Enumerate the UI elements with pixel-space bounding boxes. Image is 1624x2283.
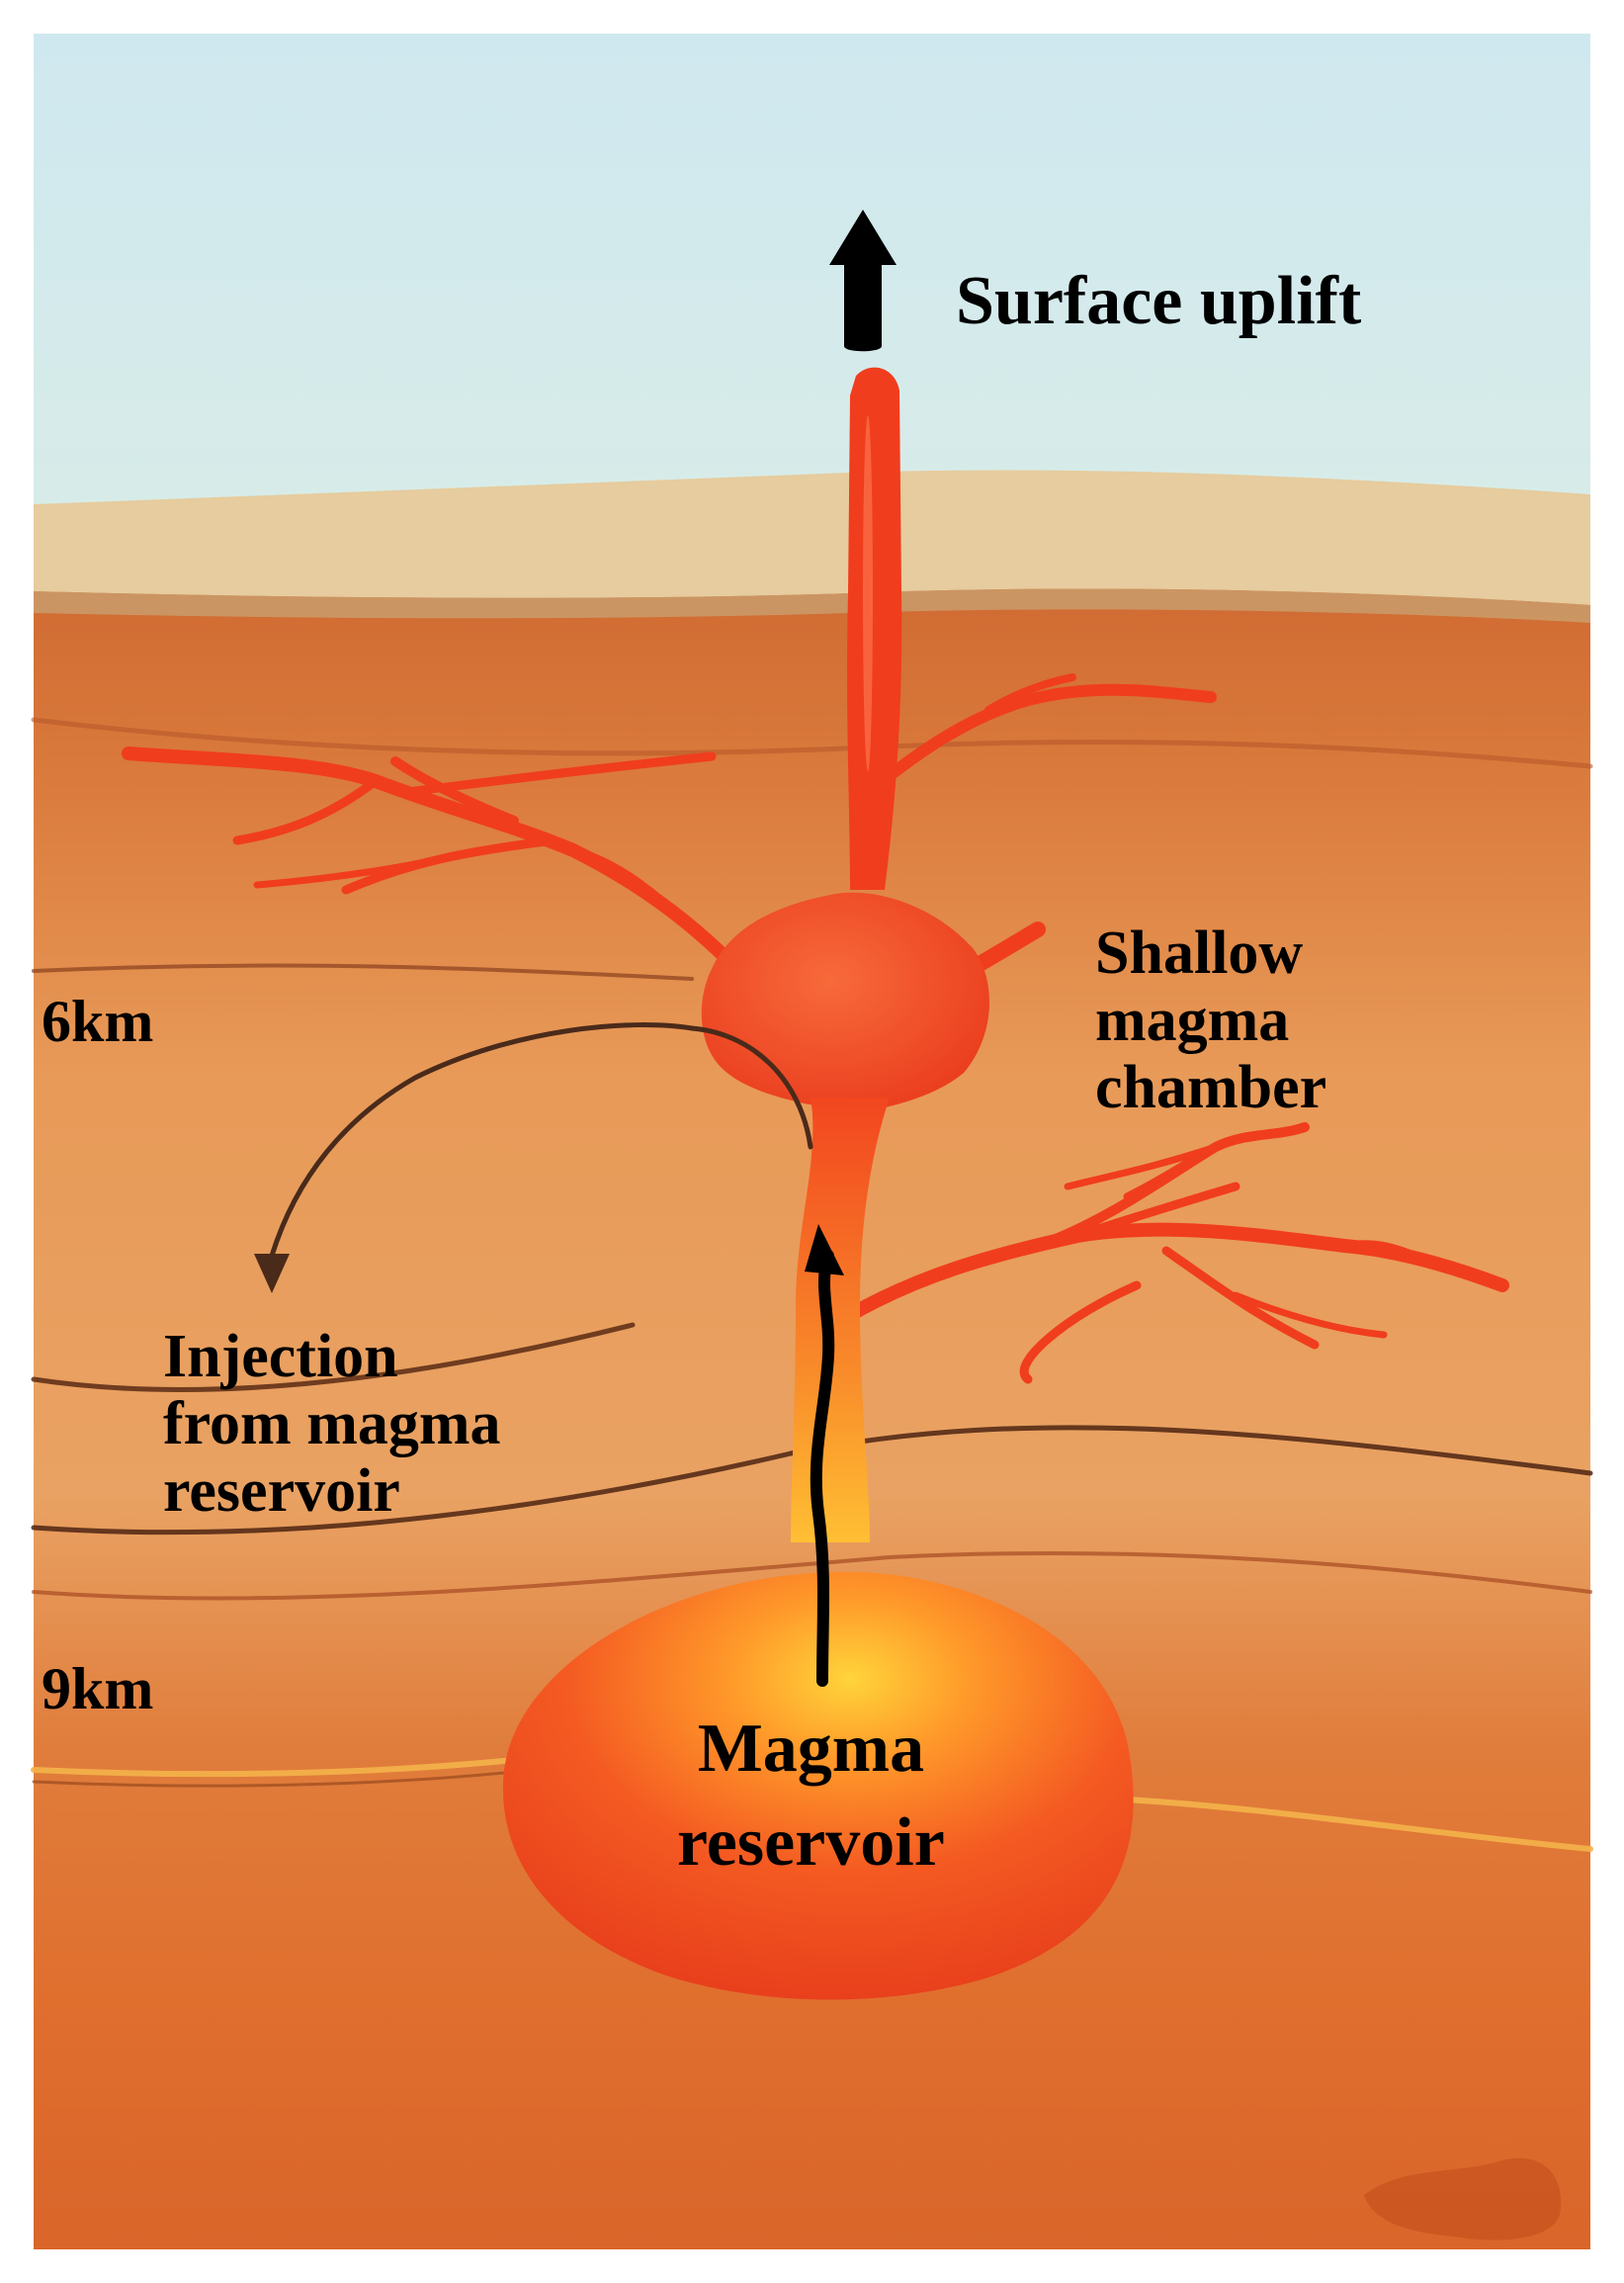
rock-fragment xyxy=(1364,2157,1562,2240)
injection-arrow xyxy=(254,1022,813,1293)
magma-conduit-upper xyxy=(847,367,902,890)
surface-soil-layer xyxy=(34,470,1590,605)
shallow-label-line-3: chamber xyxy=(1095,1054,1327,1122)
shallow-label-line-2: magma xyxy=(1095,987,1290,1055)
reservoir-label-line-2: reservoir xyxy=(677,1803,945,1881)
depth-9km-label: 9km xyxy=(42,1656,154,1721)
injection-label-line-2: from magma xyxy=(163,1390,501,1458)
surface-soil-shadow xyxy=(34,588,1590,623)
magma-rise-arrow xyxy=(805,1224,844,1687)
injection-label: Injection from magma reservoir xyxy=(163,1323,500,1526)
shallow-label-line-1: Shallow xyxy=(1095,920,1304,987)
magma-dikes xyxy=(122,673,1509,1384)
injection-label-line-1: Injection xyxy=(163,1323,398,1390)
reservoir-label-line-1: Magma xyxy=(697,1711,925,1787)
surface-uplift-label: Surface uplift xyxy=(956,263,1362,339)
conduit-highlight xyxy=(863,415,873,771)
surface-uplift-arrow xyxy=(829,210,897,352)
magma-reservoir xyxy=(502,1571,1134,2000)
magma-reservoir-label: Magma reservoir xyxy=(677,1703,945,1889)
shallow-magma-chamber-label: Shallow magma chamber xyxy=(1095,920,1326,1122)
shallow-magma-chamber xyxy=(701,892,990,1112)
depth-6km-label: 6km xyxy=(42,989,154,1054)
rock-strata xyxy=(31,717,1593,1852)
sky xyxy=(34,34,1590,548)
injection-label-line-3: reservoir xyxy=(163,1457,400,1526)
